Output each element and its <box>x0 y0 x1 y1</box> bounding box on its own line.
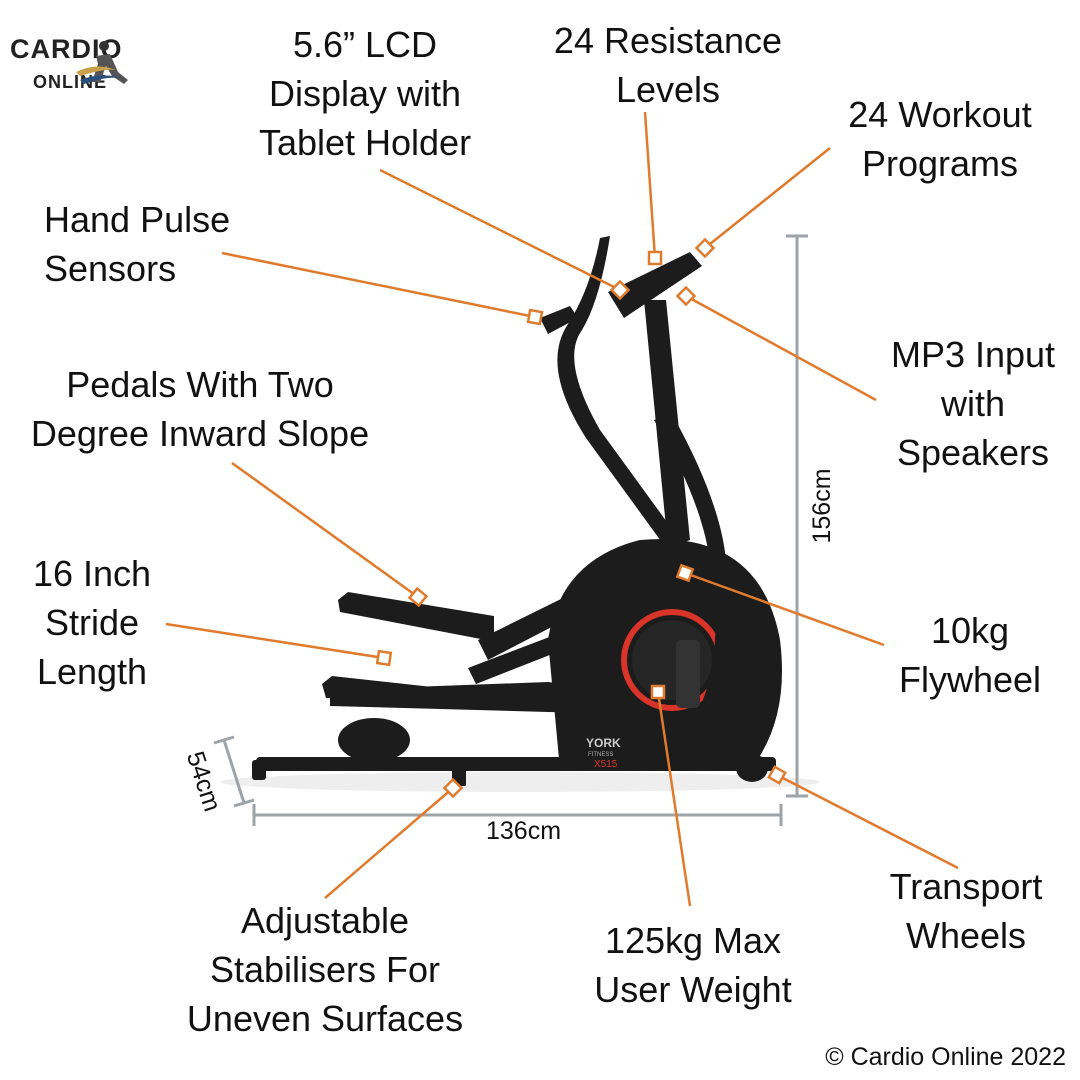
callout-stabilisers: Adjustable Stabilisers For Uneven Surfac… <box>160 896 490 1043</box>
marker-resistance <box>647 250 663 266</box>
leader-stabilisers <box>324 787 454 899</box>
handle-arm-right <box>654 414 732 706</box>
cardio-online-logo: CARDIO ONLINE <box>10 34 128 100</box>
callout-wheels: Transport Wheels <box>866 862 1066 960</box>
runner-logo-icon <box>76 41 128 84</box>
width-dimension-cap-bottom <box>233 798 255 808</box>
leader-weight <box>656 691 692 907</box>
leader-workout <box>704 147 831 249</box>
callout-weight-line2: User Weight <box>594 969 792 1010</box>
handle-arm-left <box>557 236 680 548</box>
callout-flywheel: 10kg Flywheel <box>880 606 1060 704</box>
callout-stride-line1: 16 Inch <box>32 553 152 594</box>
callout-wheels-line2: Wheels <box>905 915 1027 956</box>
callout-resistance: 24 Resistance Levels <box>533 16 803 114</box>
callout-pedals-line2: Degree Inward Slope <box>30 413 370 454</box>
leader-lines <box>165 111 959 907</box>
pedal-link-arm-2 <box>468 604 644 684</box>
elliptical-trainer <box>252 236 782 786</box>
front-stabiliser-foot <box>252 760 266 780</box>
callout-lcd-line2: Display with <box>268 73 462 114</box>
rear-transport-wheel <box>736 754 768 782</box>
marker-pedals <box>407 586 429 608</box>
marker-wheels <box>767 765 787 785</box>
machine-badge-sub: FITNESS <box>588 752 613 758</box>
callout-pedals-line1: Pedals With Two <box>66 364 334 405</box>
leader-pulse <box>221 251 536 319</box>
marker-mp3 <box>675 285 697 307</box>
callout-stride-line3: Length <box>36 651 148 692</box>
callout-stabilisers-line1: Adjustable <box>240 900 410 941</box>
leader-markers <box>375 237 787 799</box>
callout-flywheel-line2: Flywheel <box>898 659 1042 700</box>
logo-text-online: ONLINE <box>33 72 108 92</box>
marker-lcd <box>609 279 631 301</box>
callout-wheels-line1: Transport <box>889 866 1043 907</box>
dimension-lines <box>213 234 808 826</box>
callout-stride-line2: Stride <box>44 602 140 643</box>
callout-weight: 125kg Max User Weight <box>570 916 816 1014</box>
callout-pulse: Hand Pulse Sensors <box>44 195 260 293</box>
callout-lcd: 5.6” LCD Display with Tablet Holder <box>240 20 490 167</box>
marker-flywheel <box>675 563 695 583</box>
console-display <box>608 252 702 318</box>
pedal-link-arm <box>478 560 650 660</box>
callout-mp3-line1: MP3 Input <box>890 334 1056 375</box>
callout-stride: 16 Inch Stride Length <box>14 549 170 696</box>
callout-pulse-line1: Hand Pulse <box>44 199 231 240</box>
height-dimension-label: 156cm <box>808 468 836 543</box>
callout-workout-line2: Programs <box>861 143 1019 184</box>
marker-weight <box>650 684 666 700</box>
width-dimension-cap-top <box>213 735 235 745</box>
callout-weight-line1: 125kg Max <box>604 920 782 961</box>
floor-shadow <box>220 772 820 792</box>
callout-resistance-line1: 24 Resistance <box>553 20 783 61</box>
leader-lcd <box>379 168 621 292</box>
callout-lcd-line3: Tablet Holder <box>258 122 472 163</box>
callout-flywheel-line1: 10kg <box>930 610 1010 651</box>
callout-pulse-line2: Sensors <box>44 248 177 289</box>
callout-stabilisers-line3: Uneven Surfaces <box>186 998 464 1039</box>
callout-mp3-line3: Speakers <box>896 432 1050 473</box>
crank-arm <box>676 640 700 708</box>
pulse-sensor-grips <box>540 306 578 334</box>
pedal-upper <box>338 592 494 640</box>
callout-lcd-line1: 5.6” LCD <box>292 24 438 65</box>
callout-workout-line1: 24 Workout <box>848 94 1032 135</box>
machine-model: X515 <box>594 759 618 770</box>
width-dimension-label: 54cm <box>181 748 227 815</box>
marker-stride <box>375 649 393 667</box>
leader-stride <box>165 622 385 660</box>
marker-pulse <box>526 308 544 326</box>
width-dimension-line <box>222 739 246 804</box>
marker-stabilisers <box>442 777 464 799</box>
pedal-lower <box>322 676 480 704</box>
marker-workout <box>694 237 716 259</box>
callout-mp3-line2: with <box>940 383 1006 424</box>
callout-resistance-line2: Levels <box>615 69 721 110</box>
callout-stabilisers-line2: Stabilisers For <box>209 949 441 990</box>
copyright-notice: © Cardio Online 2022 <box>825 1043 1066 1071</box>
leader-flywheel <box>684 571 885 647</box>
machine-badge: YORK <box>586 736 621 750</box>
length-dimension-label: 136cm <box>486 817 562 845</box>
leader-resistance <box>643 111 657 259</box>
front-roller <box>338 718 410 762</box>
callout-workout: 24 Workout Programs <box>820 90 1060 188</box>
callout-mp3: MP3 Input with Speakers <box>870 330 1076 477</box>
callout-pedals: Pedals With Two Degree Inward Slope <box>8 360 392 458</box>
leader-pedals <box>231 461 419 599</box>
leader-mp3 <box>685 294 877 402</box>
leader-wheels <box>776 773 959 870</box>
